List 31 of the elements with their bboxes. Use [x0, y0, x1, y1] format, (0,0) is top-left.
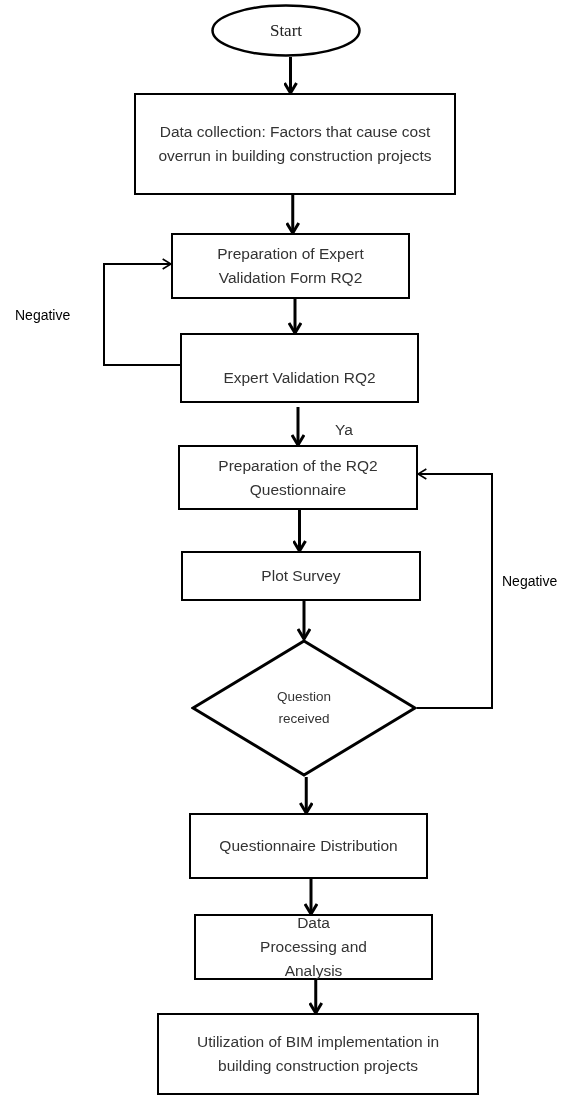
- process-box: [178, 445, 418, 510]
- decision-diamond: [191, 639, 417, 777]
- step-text: Data collection: Factors that cause cost overrun in building construction projects: [157, 122, 433, 166]
- process-box: [180, 333, 419, 403]
- process-box: [134, 93, 456, 195]
- step-text: Preparation of Expert Validation Form RQ2: [216, 244, 365, 288]
- step-text: Preparation of the RQ2 Questionnaire: [217, 455, 379, 500]
- arrow: [308, 980, 324, 1015]
- start-ellipse: [211, 4, 361, 57]
- step-text: Plot Survey: [260, 566, 342, 586]
- step-text: Utilization of BIM implementation in building construction projects: [195, 1032, 441, 1076]
- step-text: Data Processing and Analysis: [259, 913, 368, 981]
- arrow: [103, 258, 181, 366]
- arrow: [296, 601, 312, 641]
- arrow: [303, 879, 319, 916]
- step-text: Expert Validation RQ2: [222, 368, 377, 388]
- process-box: [181, 551, 421, 601]
- step-text: Questionnaire Distribution: [218, 836, 399, 856]
- process-box: [189, 813, 428, 879]
- arrow: [298, 777, 314, 815]
- arrow: [290, 407, 306, 447]
- process-box: [194, 914, 433, 980]
- arrow: [287, 299, 303, 335]
- arrow: [416, 468, 493, 709]
- arrow: [292, 510, 307, 553]
- process-box: [171, 233, 410, 299]
- process-box: [157, 1013, 479, 1095]
- arrow: [283, 57, 298, 95]
- arrow: [285, 195, 301, 235]
- step-text: Start: [269, 19, 303, 42]
- step-text: Question received: [275, 688, 332, 728]
